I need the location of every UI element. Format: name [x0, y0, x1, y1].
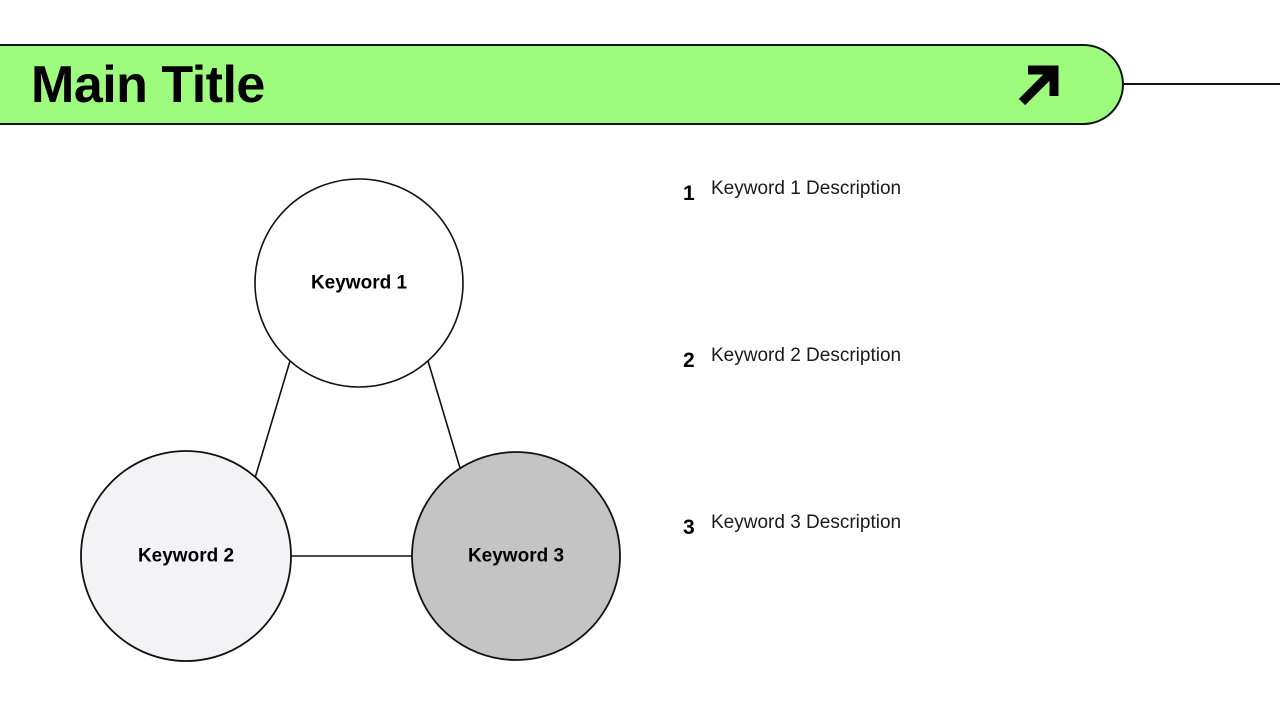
diagram-node-1[interactable]: Keyword 1: [254, 178, 464, 388]
node-1-label: Keyword 1: [311, 273, 408, 294]
node-3-circle[interactable]: [411, 451, 621, 661]
edge-node1-node3: [427, 360, 464, 479]
list-item-text: Keyword 1 Description: [711, 178, 902, 199]
list-item-number: 3: [683, 516, 695, 539]
list-item-number: 1: [683, 182, 695, 205]
arrow-up-right-icon[interactable]: [1012, 58, 1066, 112]
header-banner-container: Main Title: [0, 44, 1124, 125]
diagram-node-2[interactable]: Keyword 2: [80, 450, 292, 662]
diagram-edges: [254, 360, 464, 557]
header-banner: Main Title: [0, 44, 1124, 125]
node-2-circle[interactable]: [80, 450, 292, 662]
header-divider-line: [1124, 83, 1280, 85]
page-title: Main Title: [31, 55, 265, 114]
node-3-label: Keyword 3: [468, 546, 564, 567]
list-item: 3 Keyword 3 Description: [683, 510, 1183, 677]
node-2-label: Keyword 2: [138, 546, 234, 567]
list-item: 1 Keyword 1 Description: [683, 176, 1183, 343]
list-item-number: 2: [683, 349, 695, 372]
node-1-circle[interactable]: [254, 178, 464, 388]
list-item: 2 Keyword 2 Description: [683, 343, 1183, 510]
edge-node1-node2: [254, 360, 291, 479]
list-item-text: Keyword 3 Description: [711, 512, 902, 533]
keyword-triangle-diagram: Keyword 1 Keyword 2 Keyword 3: [0, 140, 660, 700]
description-list: 1 Keyword 1 Description 2 Keyword 2 Desc…: [683, 176, 1183, 677]
list-item-text: Keyword 2 Description: [711, 345, 902, 366]
diagram-node-3[interactable]: Keyword 3: [411, 451, 621, 661]
